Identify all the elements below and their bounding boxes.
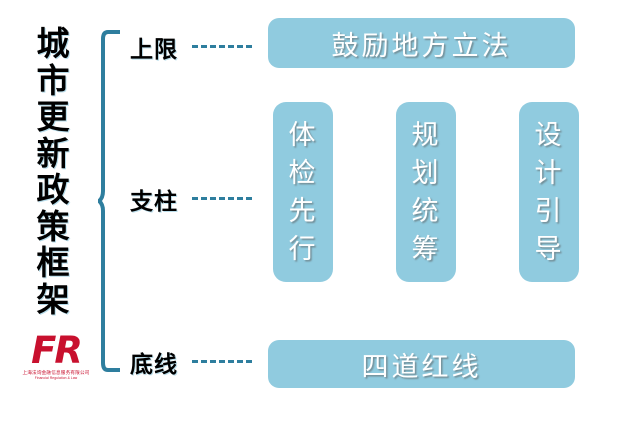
pillar-box-design-guidance[interactable]: 设 计 引 导 (519, 102, 579, 282)
connector-dashes-row-2 (192, 197, 252, 200)
title-char-4: 新 (36, 134, 70, 172)
connector-dashes-row-1 (192, 45, 252, 48)
title-char-8: 架 (36, 280, 70, 318)
grouping-brace-icon (97, 26, 124, 376)
pillar-3-char-1: 设 (534, 120, 564, 150)
row-label-pillars: 支柱 (130, 188, 178, 214)
box-encourage-local-legislation[interactable]: 鼓励地方立法 (268, 18, 575, 68)
title-char-2: 市 (36, 61, 70, 99)
logo-mark-text: FR (31, 329, 83, 372)
pillar-3-char-2: 计 (534, 158, 564, 188)
pillar-3-char-3: 引 (534, 196, 564, 226)
pillar-2-char-1: 规 (411, 120, 441, 150)
pillar-1-char-3: 先 (288, 196, 318, 226)
title-char-7: 框 (36, 244, 70, 281)
pillar-3-char-4: 导 (534, 234, 564, 264)
title-char-3: 更 (36, 98, 70, 135)
box-label-row-3: 四道红线 (361, 351, 482, 382)
pillar-2-char-3: 统 (411, 196, 441, 226)
title-char-1: 城 (36, 25, 70, 62)
pillar-1-char-1: 体 (288, 120, 318, 150)
connector-dashes-row-3 (192, 360, 252, 363)
pillar-1-char-2: 检 (288, 158, 318, 188)
pillar-box-health-check-first[interactable]: 体 检 先 行 (273, 102, 333, 282)
row-label-bottom-line: 底线 (130, 351, 178, 377)
box-label-row-1: 鼓励地方立法 (331, 30, 512, 61)
row-label-upper-limit: 上限 (130, 36, 178, 62)
pillar-box-planning-coordination[interactable]: 规 划 统 筹 (396, 102, 456, 282)
pillar-2-char-4: 筹 (411, 234, 441, 264)
pillar-2-char-2: 划 (411, 158, 441, 188)
page-title: 城 市 更 新 政 策 框 架 (26, 25, 80, 318)
box-four-red-lines[interactable]: 四道红线 (268, 340, 575, 388)
logo-company-name-cn: 上海法询金融信息服务有限公司 (22, 369, 90, 376)
title-char-5: 政 (36, 171, 70, 208)
logo-company-name-en: Financial Regulation & Law (34, 376, 78, 380)
brand-logo: FR 上海法询金融信息服务有限公司 Financial Regulation &… (10, 332, 102, 388)
pillar-1-char-4: 行 (288, 234, 318, 264)
title-char-6: 策 (36, 207, 70, 245)
